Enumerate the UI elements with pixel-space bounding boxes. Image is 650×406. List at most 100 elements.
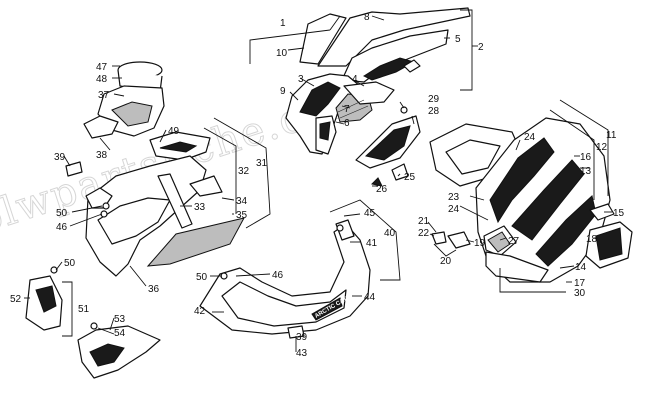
- vent-28-grille: [364, 125, 411, 161]
- callout-12: 12: [596, 142, 608, 153]
- callout-21: 21: [418, 216, 430, 227]
- hood-insert-7: [343, 81, 395, 105]
- bracket-51: [62, 281, 73, 337]
- guard-53-dark: [89, 343, 125, 367]
- air-box-grid: [111, 101, 153, 127]
- callout-38: 38: [96, 150, 108, 161]
- lower-left-parts: [25, 266, 161, 379]
- leader-28: [411, 115, 415, 125]
- leader-50a: [71, 205, 103, 213]
- callout-1: 1: [280, 18, 286, 29]
- hood-hatch-line: [337, 99, 365, 113]
- leader-46b: [235, 273, 271, 277]
- bracket-2: [460, 9, 473, 91]
- callout-3: 3: [298, 74, 304, 85]
- bracket-11: [559, 99, 609, 196]
- callout-4: 4: [352, 74, 358, 85]
- callout-50c: 50: [196, 272, 208, 283]
- callout-39b: 39: [296, 332, 308, 343]
- leader-6: [335, 121, 345, 125]
- callout-23: 23: [448, 192, 460, 203]
- bracket-19: [447, 231, 471, 249]
- callout-24b: 24: [448, 204, 460, 215]
- leader-14: [559, 265, 575, 269]
- callout-31: 31: [256, 158, 268, 169]
- callout-13: 13: [580, 166, 592, 177]
- clip-15: [589, 203, 615, 221]
- windshield-assembly: [285, 7, 471, 155]
- callout-14: 14: [575, 262, 587, 273]
- intake-assembly: [83, 61, 165, 139]
- callout-29: 29: [428, 94, 440, 105]
- callout-22: 22: [418, 228, 430, 239]
- side-panel-upper-inner: [445, 139, 501, 175]
- lower-trim-14: [485, 251, 549, 283]
- callout-8: 8: [364, 12, 370, 23]
- leader-8: [371, 15, 385, 21]
- callout-41: 41: [366, 238, 378, 249]
- leader-53: [109, 317, 115, 331]
- callout-20: 20: [440, 256, 452, 267]
- leader-34: [221, 197, 235, 201]
- callout-36: 36: [148, 284, 160, 295]
- callout-2: 2: [478, 42, 484, 53]
- panel-34: [189, 175, 223, 197]
- leader-23: [469, 195, 485, 201]
- callout-7: 7: [344, 104, 350, 115]
- leader-54: [97, 327, 115, 335]
- stripe-13: [511, 159, 585, 241]
- bracket-40: [329, 199, 401, 281]
- callout-54: 54: [114, 328, 126, 339]
- bracket-12: [549, 109, 595, 200]
- callout-49: 49: [168, 126, 180, 137]
- callout-5: 5: [455, 34, 461, 45]
- windshield-part-10: [299, 13, 347, 65]
- leader-4: [349, 77, 365, 87]
- right-hood-panel: [431, 117, 633, 283]
- leader-46a: [69, 213, 103, 227]
- hood-hatch-line: [339, 105, 369, 119]
- leader-21: [427, 221, 437, 233]
- fastener-50-low: [50, 266, 58, 274]
- vent-23-mesh: [487, 231, 511, 253]
- leader-3: [299, 77, 315, 87]
- callout-16: 16: [580, 152, 592, 163]
- leader-24b: [459, 205, 489, 221]
- decal-strip: [311, 297, 343, 321]
- bracket-17-30: [499, 268, 566, 293]
- leader-37: [113, 93, 125, 97]
- leader-lines: [24, 9, 612, 352]
- right-shroud-assembly: [355, 106, 521, 187]
- leader-39: [63, 155, 71, 167]
- callout-44: 44: [364, 292, 376, 303]
- hood-vent-3: [299, 81, 341, 117]
- callout-6: 6: [344, 118, 350, 129]
- callout-53: 53: [114, 314, 126, 325]
- clip-22: [431, 231, 447, 245]
- callout-15: 15: [613, 208, 625, 219]
- leader-50b: [55, 261, 63, 271]
- clip-26: [370, 177, 383, 187]
- callout-11: 11: [606, 130, 617, 141]
- stripe-24: [489, 137, 555, 224]
- callout-51: 51: [78, 304, 90, 315]
- leader-38: [99, 137, 111, 151]
- callout-35: 35: [236, 210, 248, 221]
- fastener-29: [400, 106, 408, 114]
- strut-33: [157, 173, 193, 229]
- leader-27: [499, 237, 507, 241]
- leader-36: [129, 265, 147, 287]
- hood-bracket-inner: [319, 121, 331, 141]
- leader-7: [341, 105, 351, 109]
- callout-25: 25: [404, 172, 416, 183]
- leader-49: [159, 129, 167, 143]
- leader-45: [343, 213, 361, 217]
- callout-39a: 39: [54, 152, 66, 163]
- windshield-clip: [403, 59, 421, 73]
- callout-40: 40: [384, 228, 396, 239]
- leader-19: [465, 239, 475, 243]
- leader-1b: [329, 15, 341, 31]
- leader-1: [249, 29, 331, 64]
